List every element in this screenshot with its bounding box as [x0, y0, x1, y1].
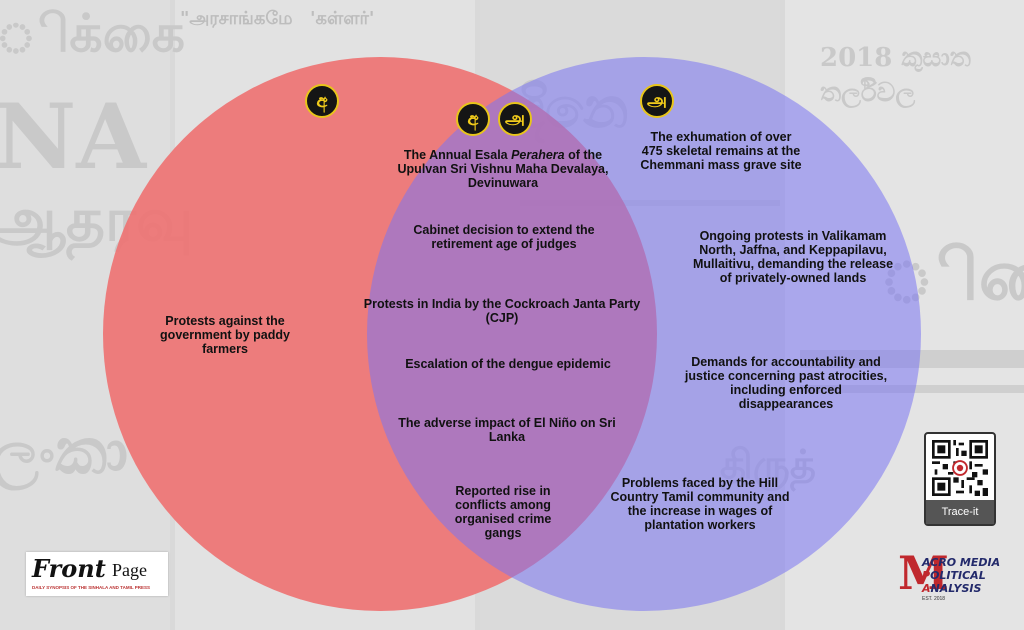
amp-logo-line-1: ACRO MEDIA — [922, 556, 1001, 569]
frontpage-logo-front: Front — [32, 554, 106, 583]
frontpage-logo-tagline: DAILY SYNOPSIS OF THE SINHALA AND TAMIL … — [32, 585, 151, 590]
sinhala-badge-left: අ — [305, 84, 339, 118]
amp-logo-text: ACRO MEDIA POLITICAL ANALYSIS — [922, 556, 1000, 595]
acro-media-political-analysis-logo: M ACRO MEDIA POLITICAL ANALYSIS EST. 201… — [898, 548, 1008, 606]
amp-logo-mark-icon: M — [898, 546, 949, 600]
frontpage-logo: Front Page DAILY SYNOPSIS OF THE SINHALA… — [26, 552, 168, 596]
amp-logo-line-2-text: OLITICAL — [930, 569, 986, 582]
overlap-item-1-post: of the Upulvan Sri Vishnu Maha Devalaya,… — [397, 148, 609, 190]
overlap-item-5: The adverse impact of El Niño on Sri Lan… — [398, 416, 616, 444]
amp-logo-line-3: ANALYSIS — [922, 582, 982, 595]
right-item-1: The exhumation of over 475 skeletal rema… — [640, 130, 802, 172]
overlap-item-2: Cabinet decision to extend the retiremen… — [413, 223, 595, 251]
right-item-3: Demands for accountability and justice c… — [684, 355, 888, 411]
amp-logo-line-2: POLITICAL — [922, 569, 986, 582]
amp-logo-est: EST. 2018 — [922, 596, 946, 602]
right-circle — [367, 57, 921, 611]
overlap-item-1-em: Perahera — [511, 148, 565, 162]
trace-it-qr-code[interactable]: Trace-it — [924, 432, 996, 526]
frontpage-logo-page: Page — [112, 560, 147, 580]
tamil-badge-overlap: அ — [498, 102, 532, 136]
right-item-4: Problems faced by the Hill Country Tamil… — [610, 476, 790, 532]
overlap-item-6: Reported rise in conflicts among organis… — [454, 484, 552, 540]
amp-logo-line-3-text: NALYSIS — [930, 582, 982, 595]
overlap-item-3: Protests in India by the Cockroach Janta… — [363, 297, 641, 325]
qr-code-icon — [932, 440, 988, 496]
overlap-item-1-pre: The Annual Esala — [403, 148, 512, 162]
overlap-item-1: The Annual Esala Perahera of the Upulvan… — [395, 148, 611, 190]
tamil-badge-right: அ — [640, 84, 674, 118]
overlap-item-4: Escalation of the dengue epidemic — [405, 357, 611, 371]
left-item-1: Protests against the government by paddy… — [160, 314, 290, 356]
right-item-2: Ongoing protests in Valikamam North, Jaf… — [692, 229, 894, 285]
sinhala-badge-overlap: අ — [456, 102, 490, 136]
qr-label: Trace-it — [926, 500, 994, 524]
